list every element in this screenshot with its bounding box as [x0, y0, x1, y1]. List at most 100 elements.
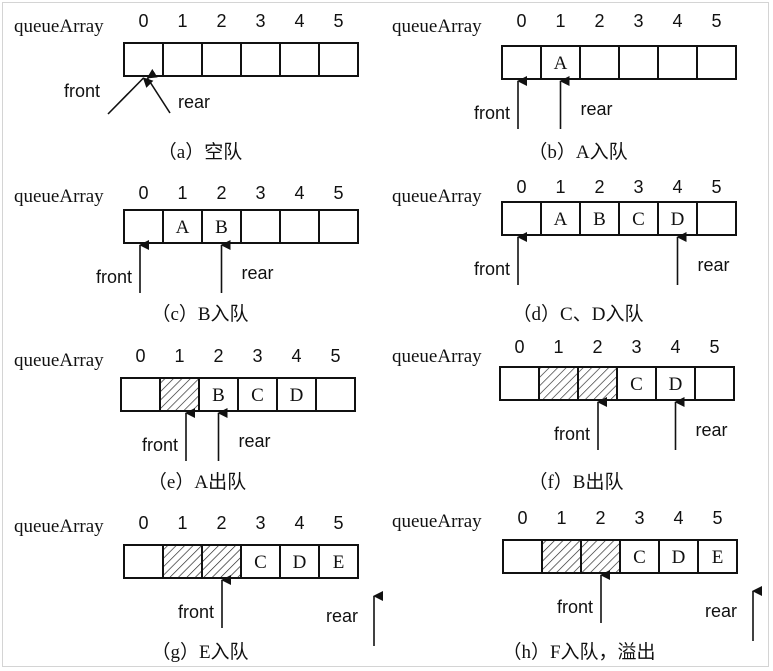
rear-label: rear: [696, 420, 728, 440]
array-cell: [318, 209, 359, 244]
array-cell: [657, 45, 698, 80]
array-cell-dequeued: [201, 544, 242, 579]
index-label: 3: [631, 337, 641, 357]
index-label: 3: [255, 183, 265, 203]
array-cell: [502, 539, 543, 574]
rear-label: rear: [698, 255, 730, 275]
array-cell: [696, 45, 737, 80]
front-label: front: [557, 597, 593, 617]
array-cell: [579, 45, 620, 80]
index-label: 0: [516, 11, 526, 31]
index-label: 0: [514, 337, 524, 357]
cell-value: C: [251, 385, 264, 406]
array-name-label: queueArray: [14, 16, 104, 37]
panel-caption: （c）B入队: [151, 303, 248, 325]
array-cell: [697, 539, 738, 574]
cell-value: E: [333, 552, 345, 573]
index-label: 4: [672, 177, 682, 197]
array-cell: [201, 42, 242, 77]
panel-caption: （g）E入队: [151, 641, 248, 663]
index-label: 0: [138, 11, 148, 31]
index-label: 0: [516, 177, 526, 197]
index-label: 1: [553, 337, 563, 357]
index-label: 5: [330, 346, 340, 366]
array-cell-dequeued: [538, 366, 579, 401]
index-label: 2: [216, 513, 226, 533]
index-label: 0: [517, 508, 527, 528]
index-label: 2: [592, 337, 602, 357]
index-label: 2: [216, 183, 226, 203]
array-name-label: queueArray: [14, 516, 104, 537]
array-name-label: queueArray: [392, 511, 482, 532]
cell-value: D: [671, 209, 685, 230]
index-label: 2: [594, 177, 604, 197]
index-label: 3: [255, 513, 265, 533]
cell-value: C: [632, 209, 645, 230]
array-name-label: queueArray: [14, 350, 104, 371]
index-label: 4: [291, 346, 301, 366]
front-label: front: [142, 435, 178, 455]
array-cell: [279, 209, 320, 244]
panel-caption: （e）A出队: [148, 471, 246, 493]
rear-label: rear: [705, 601, 737, 621]
index-label: 5: [711, 11, 721, 31]
index-label: 4: [673, 508, 683, 528]
index-label: 2: [213, 346, 223, 366]
front-label: front: [96, 267, 132, 287]
index-label: 2: [594, 11, 604, 31]
index-label: 1: [555, 177, 565, 197]
index-label: 5: [712, 508, 722, 528]
array-cell: [237, 377, 278, 412]
index-label: 3: [633, 177, 643, 197]
index-label: 1: [556, 508, 566, 528]
index-label: 3: [252, 346, 262, 366]
index-label: 1: [177, 183, 187, 203]
index-label: 3: [634, 508, 644, 528]
index-label: 0: [138, 513, 148, 533]
array-cell: [240, 42, 281, 77]
panel-caption: （d）C、D入队: [513, 303, 644, 325]
array-cell: [618, 45, 659, 80]
panel-caption: （a）空队: [158, 141, 242, 163]
cell-value: B: [593, 209, 606, 230]
index-label: 0: [138, 183, 148, 203]
front-pointer-arrow: [107, 77, 154, 115]
front-label: front: [474, 103, 510, 123]
index-label: 5: [711, 177, 721, 197]
array-cell: [694, 366, 735, 401]
array-cell-dequeued: [162, 544, 203, 579]
cell-value: A: [554, 209, 568, 230]
rear-label: rear: [326, 606, 358, 626]
array-cell-dequeued: [159, 377, 200, 412]
array-cell: [501, 45, 542, 80]
cell-value: D: [293, 552, 307, 573]
array-cell-dequeued: [541, 539, 582, 574]
cell-value: D: [669, 374, 683, 395]
cell-value: D: [290, 385, 304, 406]
array-cell-dequeued: [580, 539, 621, 574]
cell-value: B: [212, 385, 225, 406]
array-name-label: queueArray: [14, 186, 104, 207]
front-label: front: [64, 81, 100, 101]
index-label: 3: [255, 11, 265, 31]
cell-value: C: [633, 547, 646, 568]
rear-label: rear: [239, 431, 271, 451]
cell-value: A: [176, 217, 190, 238]
cell-value: E: [712, 547, 724, 568]
index-label: 4: [294, 11, 304, 31]
index-label: 3: [633, 11, 643, 31]
array-cell: [276, 377, 317, 412]
index-label: 5: [333, 513, 343, 533]
cell-value: A: [554, 53, 568, 74]
array-name-label: queueArray: [392, 186, 482, 207]
array-cell: [696, 201, 737, 236]
array-cell: [123, 42, 164, 77]
index-label: 5: [709, 337, 719, 357]
array-cell: [240, 544, 281, 579]
index-label: 1: [555, 11, 565, 31]
